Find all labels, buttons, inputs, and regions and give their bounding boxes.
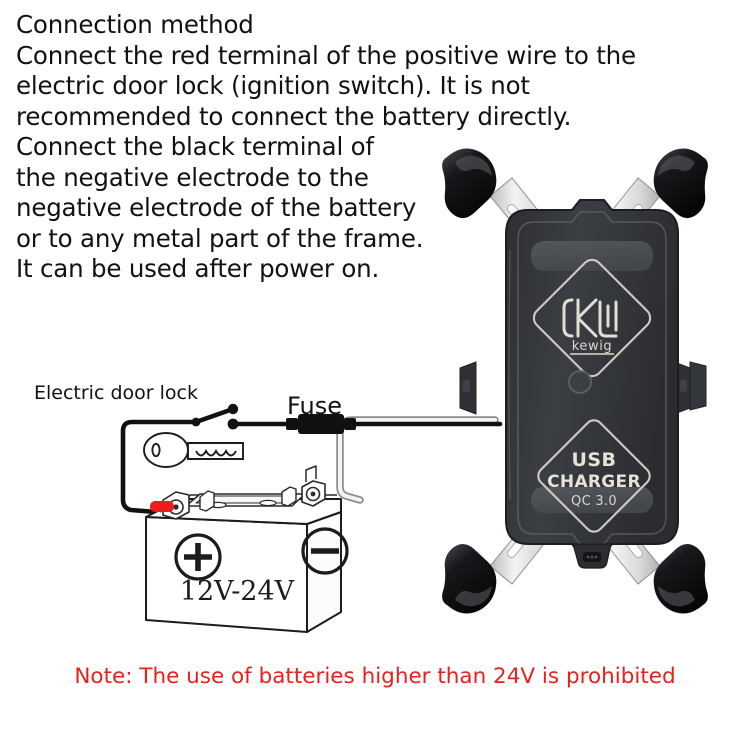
warning-note: Note: The use of batteries higher than 2… bbox=[74, 664, 676, 689]
panel-upper bbox=[531, 241, 653, 271]
battery-positive-terminal bbox=[162, 491, 190, 520]
svg-text:QC 3.0: QC 3.0 bbox=[571, 494, 617, 509]
battery-minus-symbol bbox=[301, 527, 349, 575]
release-button[interactable] bbox=[568, 370, 592, 394]
holder-body[interactable]: kewig USB CHARGER QC 3.0 bbox=[505, 199, 679, 569]
key-icon bbox=[143, 432, 244, 468]
cable-connector bbox=[572, 543, 612, 569]
battery-illustration bbox=[145, 465, 349, 633]
positive-terminal-red-marker bbox=[150, 501, 174, 512]
brand-badge bbox=[532, 258, 652, 378]
electric-door-lock-label: Electric door lock bbox=[34, 382, 198, 404]
fuse-icon bbox=[286, 414, 356, 434]
brand-wordmark: kewig bbox=[572, 339, 613, 354]
svg-text:CHARGER: CHARGER bbox=[547, 472, 641, 492]
battery-plus-symbol bbox=[174, 533, 222, 581]
battery-voltage-label: 12V-24V bbox=[180, 576, 295, 607]
battery-negative-terminal bbox=[301, 465, 326, 507]
brand-monogram-icon bbox=[562, 298, 618, 338]
usb-charger-badge: USB CHARGER QC 3.0 bbox=[537, 419, 651, 533]
positive-wire bbox=[120, 403, 503, 517]
fuse-label: Fuse bbox=[287, 392, 342, 420]
svg-text:USB: USB bbox=[571, 449, 616, 471]
